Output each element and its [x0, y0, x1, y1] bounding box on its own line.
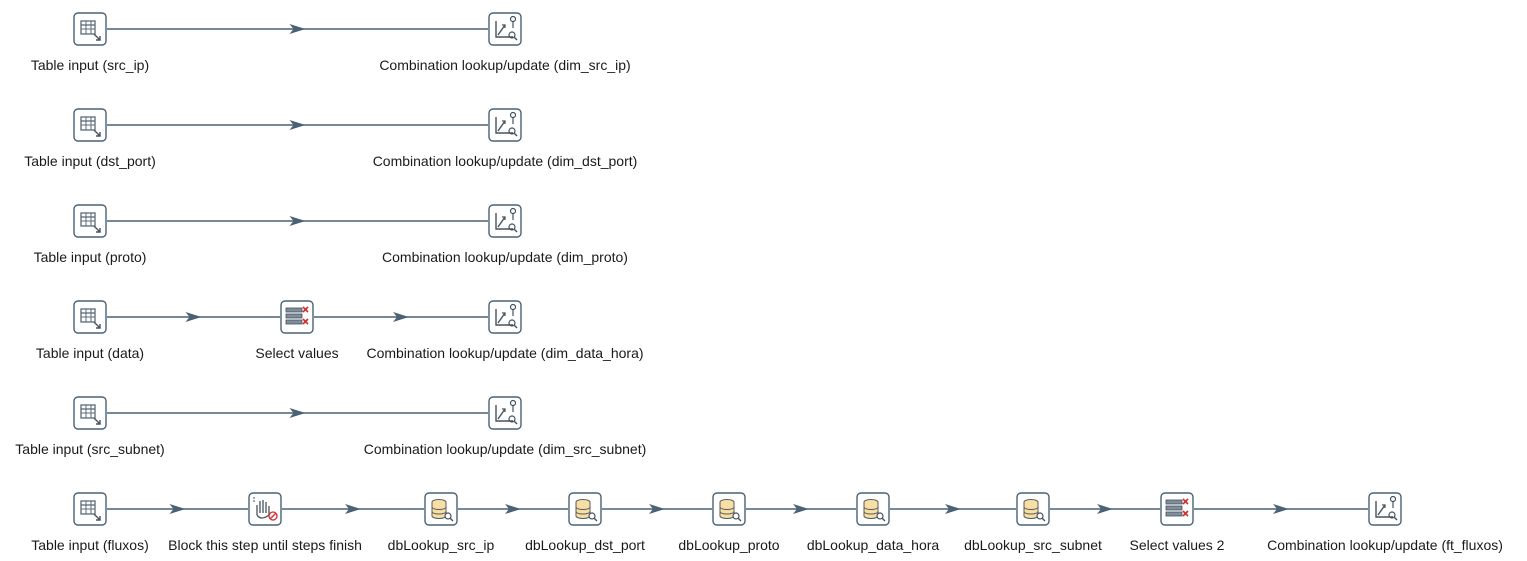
database-lookup-icon[interactable] [1016, 492, 1050, 526]
database-lookup-icon[interactable] [424, 492, 458, 526]
step-label: Block this step until steps finish [168, 537, 362, 553]
step-label: Combination lookup/update (dim_proto) [382, 249, 628, 265]
combination-lookup-icon[interactable] [488, 204, 522, 238]
hop-arrow-icon [169, 504, 186, 514]
table-input-icon[interactable] [73, 300, 107, 334]
hop-arrow-icon [505, 504, 521, 514]
hop-arrow-icon [345, 504, 361, 514]
step-label: Table input (proto) [33, 249, 147, 265]
step-label: Combination lookup/update (dim_dst_port) [372, 153, 638, 169]
combination-lookup-icon[interactable] [488, 300, 522, 334]
step-label: Table input (src_ip) [30, 57, 150, 73]
step-label: dbLookup_src_ip [387, 537, 495, 553]
hop-arrow-icon [289, 408, 306, 418]
combination-lookup-icon[interactable] [1368, 492, 1402, 526]
step-label: Table input (src_subnet) [15, 441, 165, 457]
hop-arrow-icon [1273, 504, 1289, 514]
hop-arrow-icon [393, 312, 409, 322]
step-label: Table input (dst_port) [24, 153, 156, 169]
hop-arrow-icon [793, 504, 809, 514]
step-label: Select values 2 [1129, 537, 1225, 553]
combination-lookup-icon[interactable] [488, 12, 522, 46]
hops-layer [107, 24, 1368, 514]
step-label: dbLookup_proto [678, 537, 780, 553]
hop-arrow-icon [185, 312, 202, 322]
table-input-icon[interactable] [73, 492, 107, 526]
step-label: dbLookup_data_hora [806, 537, 940, 553]
hop-arrow-icon [289, 24, 306, 34]
database-lookup-icon[interactable] [856, 492, 890, 526]
hop-arrow-icon [649, 504, 665, 514]
step-label: Combination lookup/update (ft_fluxos) [1267, 537, 1503, 553]
block-step-icon[interactable] [248, 492, 282, 526]
step-label: dbLookup_dst_port [525, 537, 645, 553]
table-input-icon[interactable] [73, 204, 107, 238]
table-input-icon[interactable] [73, 12, 107, 46]
step-label: Combination lookup/update (dim_data_hora… [366, 345, 644, 361]
table-input-icon[interactable] [73, 396, 107, 430]
step-label: Combination lookup/update (dim_src_ip) [379, 57, 631, 73]
database-lookup-icon[interactable] [712, 492, 746, 526]
combination-lookup-icon[interactable] [488, 396, 522, 430]
hop-arrow-icon [289, 120, 306, 130]
step-label: Table input (data) [35, 345, 145, 361]
database-lookup-icon[interactable] [568, 492, 602, 526]
step-label: Select values [255, 345, 339, 361]
hop-arrow-icon [1097, 504, 1113, 514]
hop-arrow-icon [945, 504, 961, 514]
select-values-icon[interactable] [280, 300, 314, 334]
select-values-icon[interactable] [1160, 492, 1194, 526]
step-label: Table input (fluxos) [31, 537, 149, 553]
hop-arrow-icon [289, 216, 306, 226]
step-label: dbLookup_src_subnet [964, 537, 1102, 553]
steps-layer [73, 12, 1402, 526]
step-label: Combination lookup/update (dim_src_subne… [363, 441, 647, 457]
table-input-icon[interactable] [73, 108, 107, 142]
combination-lookup-icon[interactable] [488, 108, 522, 142]
